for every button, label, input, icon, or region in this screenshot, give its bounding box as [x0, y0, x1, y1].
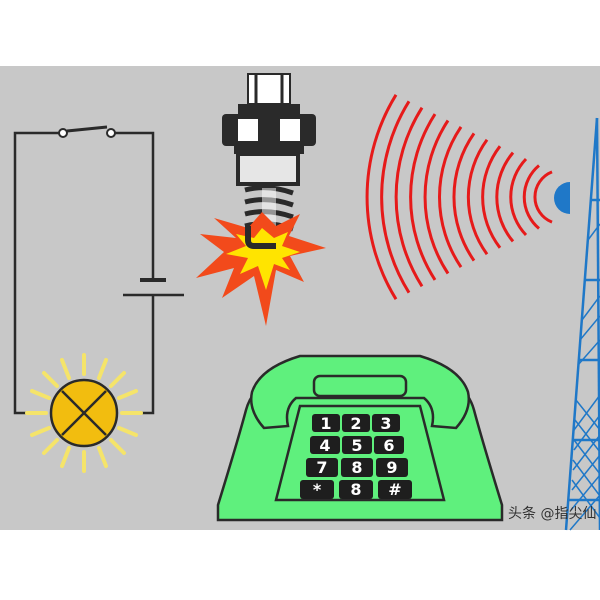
- keypad-key[interactable]: 8: [341, 458, 373, 477]
- key-label: 5: [351, 436, 362, 455]
- watermark-text: 头条 @指尖仙: [508, 506, 597, 522]
- keypad-key[interactable]: *: [300, 480, 334, 499]
- keypad-key[interactable]: 8: [339, 480, 373, 499]
- key-label: 1: [320, 414, 331, 433]
- key-label: 8: [351, 458, 362, 477]
- keypad-key[interactable]: 4: [310, 436, 340, 455]
- keypad-key[interactable]: 1: [312, 414, 340, 433]
- keypad-key[interactable]: 5: [342, 436, 372, 455]
- switch-icon: [58, 125, 116, 138]
- spark-plug-icon: [222, 73, 316, 232]
- key-label: 2: [350, 414, 361, 433]
- circuit-diagram: [13, 125, 184, 473]
- spark-icon: [196, 212, 326, 326]
- telephone-keypad: 1 2 3 4 5 6 7 8 9 * 8 #: [300, 414, 412, 499]
- key-label: 9: [386, 458, 397, 477]
- key-label: 6: [383, 436, 394, 455]
- keypad-key[interactable]: #: [378, 480, 412, 499]
- keypad-key[interactable]: 9: [376, 458, 408, 477]
- key-label: *: [313, 480, 322, 499]
- keypad-key[interactable]: 6: [374, 436, 404, 455]
- key-label: 3: [380, 414, 391, 433]
- key-label: #: [388, 480, 401, 499]
- circuit-wire-top: [112, 131, 155, 280]
- key-label: 7: [316, 458, 327, 477]
- keypad-key[interactable]: 3: [372, 414, 400, 433]
- key-label: 8: [350, 480, 361, 499]
- antenna-tower-icon: [554, 117, 600, 531]
- keypad-key[interactable]: 2: [342, 414, 370, 433]
- keypad-key[interactable]: 7: [306, 458, 338, 477]
- battery-icon: [123, 278, 184, 297]
- signal-waves-icon: [365, 94, 553, 300]
- lamp-icon: [25, 353, 143, 473]
- key-label: 4: [319, 436, 330, 455]
